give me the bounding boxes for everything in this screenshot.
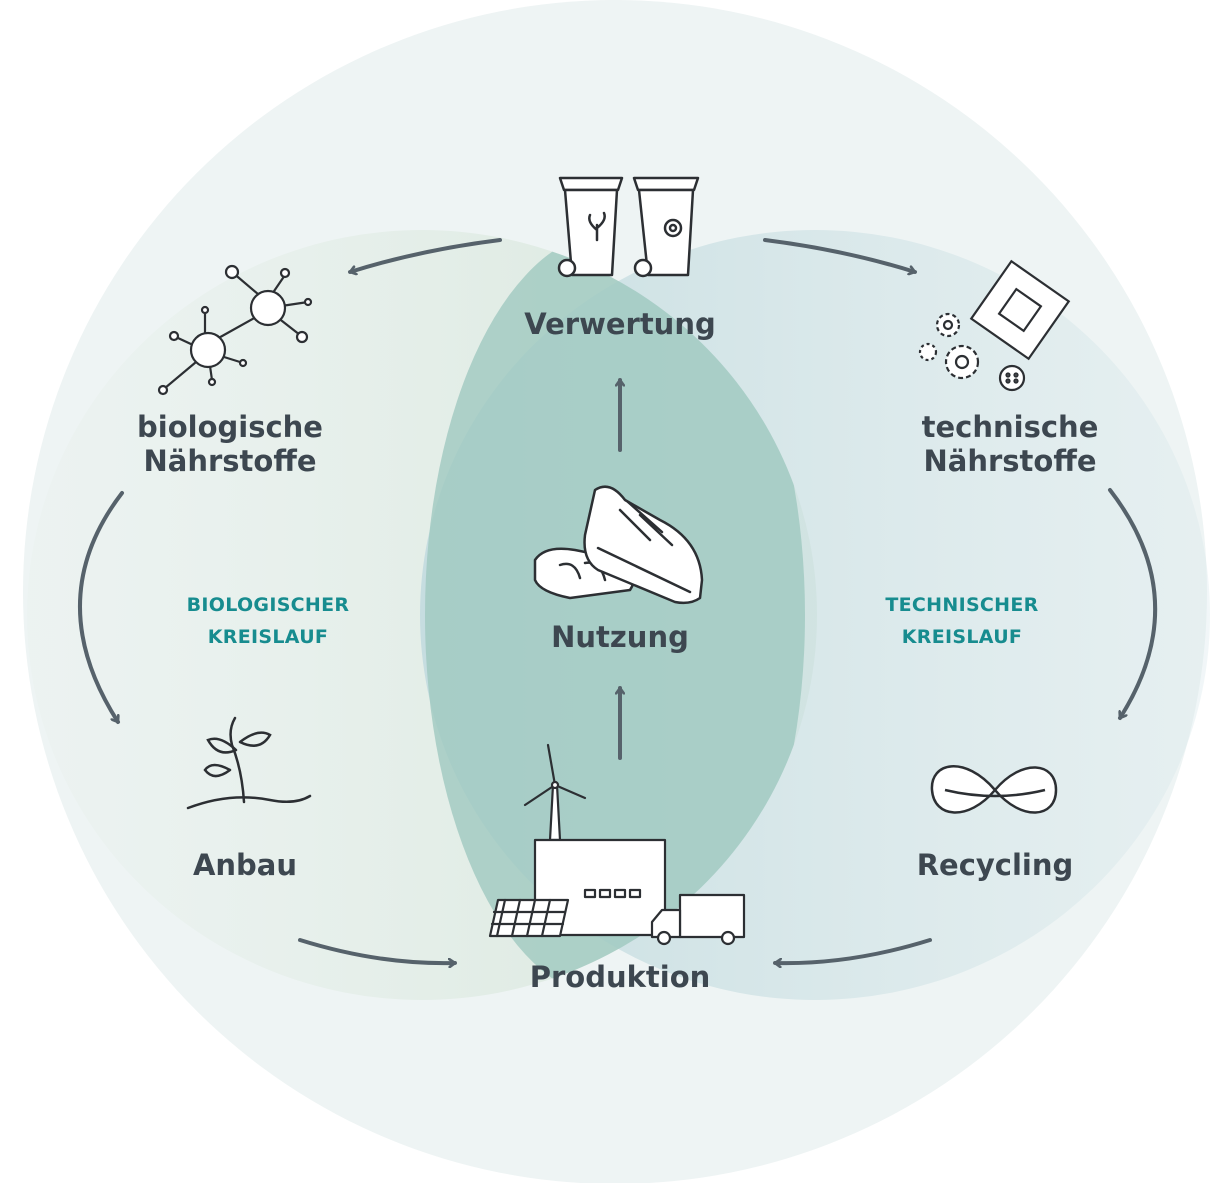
cycle-arrows — [78, 238, 1158, 963]
label-biological-nutrients-line1: biologische — [137, 410, 323, 444]
overlap-lens — [425, 230, 805, 1000]
label-technical-cycle-line1: TECHNISCHER — [885, 594, 1039, 616]
label-produktion: Produktion — [529, 960, 711, 994]
sneakers-icon — [533, 485, 704, 605]
label-biological-cycle-line2: KREISLAUF — [207, 626, 329, 648]
label-anbau: Anbau — [192, 848, 298, 882]
label-technical-nutrients-line1: technische — [921, 410, 1099, 444]
sprout-icon — [186, 716, 312, 810]
arrow-tech-to-recycling — [1108, 488, 1158, 720]
arrow-verwertung-to-tech — [763, 238, 917, 272]
label-biological-nutrients-line2: Nährstoffe — [143, 444, 317, 478]
label-recycling: Recycling — [916, 848, 1074, 882]
label-technical-cycle-line2: KREISLAUF — [901, 626, 1023, 648]
arrow-recycling-to-produktion — [773, 938, 932, 963]
label-verwertung: Verwertung — [524, 307, 716, 341]
arrow-bio-to-anbau — [78, 491, 124, 724]
gears-and-chip-icon — [918, 259, 1071, 392]
arrow-anbau-to-produktion — [298, 938, 457, 963]
arrow-verwertung-to-bio — [348, 238, 502, 272]
factory-wind-solar-truck-icon — [488, 743, 746, 946]
label-biological-cycle-line1: BIOLOGISCHER — [186, 594, 350, 616]
label-nutzung: Nutzung — [551, 620, 689, 654]
label-technical-nutrients-line2: Nährstoffe — [923, 444, 1097, 478]
infinity-recycling-icon — [930, 765, 1058, 814]
molecule-icon — [157, 264, 313, 396]
waste-bins-icon — [557, 176, 700, 278]
